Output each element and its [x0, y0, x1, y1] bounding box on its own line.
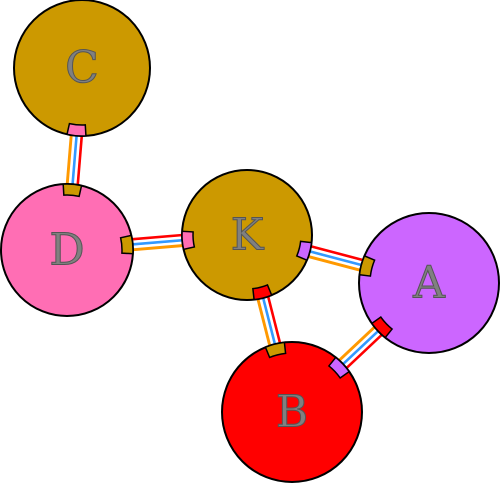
edge-stripe: [304, 251, 365, 271]
port-B-to-A: [327, 356, 351, 379]
edge-stripe: [128, 241, 187, 249]
edge-stripe: [342, 330, 386, 372]
edge-stripe: [68, 131, 76, 189]
port-D-to-K: [119, 234, 134, 255]
edge-stripe: [258, 294, 275, 350]
edge-C-D: [65, 131, 84, 189]
labels-layer: A B C D K: [49, 42, 447, 438]
node-B[interactable]: [221, 341, 363, 483]
edge-stripe: [306, 246, 367, 266]
edge-stripe: [337, 325, 381, 366]
node-A[interactable]: [358, 212, 500, 354]
port-K-to-D: [181, 230, 196, 251]
edge-stripe: [70, 131, 79, 189]
edge-stripe: [75, 132, 84, 189]
port-A-to-B: [370, 316, 394, 339]
ports-layer: [62, 122, 394, 379]
edge-K-B: [255, 292, 283, 350]
edge-K-A: [304, 244, 367, 273]
edge-A-B: [335, 323, 386, 372]
edge-stripe: [306, 244, 367, 263]
edge-D-K: [128, 233, 187, 252]
port-B-to-K: [264, 341, 287, 359]
node-label-D: D: [49, 225, 84, 276]
edge-stripe: [128, 236, 187, 244]
node-label-A: A: [412, 258, 446, 309]
port-C-to-D: [66, 122, 87, 137]
edges-layer: [65, 131, 386, 372]
edge-stripe: [304, 254, 365, 273]
edge-stripe: [339, 327, 382, 368]
edge-stripe: [255, 295, 273, 350]
edge-stripe: [340, 329, 384, 370]
edge-stripe: [265, 292, 283, 348]
edge-stripe: [129, 243, 187, 252]
edge-stripe: [335, 323, 379, 365]
node-label-B: B: [276, 387, 308, 438]
edge-stripe: [73, 131, 81, 189]
edge-stripe: [305, 249, 366, 268]
edge-stripe: [260, 293, 278, 349]
port-K-to-A: [295, 240, 313, 262]
node-label-C: C: [65, 43, 99, 94]
node-label-K: K: [231, 210, 265, 261]
port-K-to-B: [252, 283, 273, 301]
port-A-to-K: [358, 254, 376, 277]
port-D-to-C: [62, 183, 83, 198]
edge-stripe: [128, 238, 187, 247]
edge-stripe: [65, 131, 74, 188]
edge-stripe: [128, 233, 186, 242]
edge-stripe: [263, 293, 280, 348]
